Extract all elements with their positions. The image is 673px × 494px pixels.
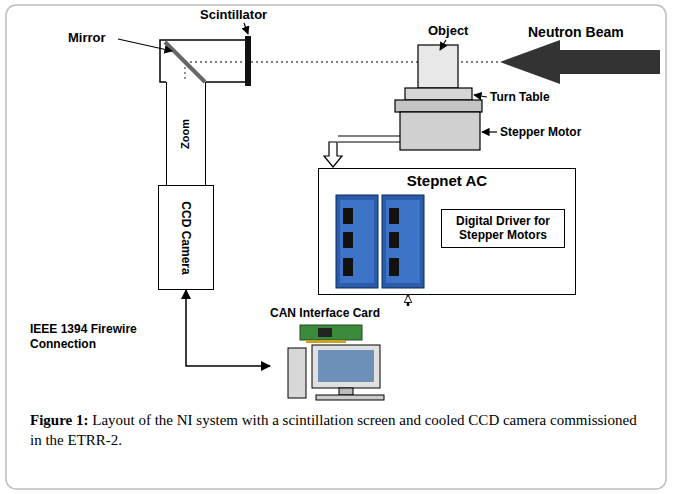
hollow-arrow [324, 142, 342, 167]
figure-caption: Figure 1: Layout of the NI system with a… [30, 410, 645, 451]
node-text: CAN Interface Card [270, 306, 430, 320]
mirror [165, 42, 205, 82]
driver-box: Stepnet AC Digital Driver for Stepper Mot… [318, 168, 576, 295]
leader-line [118, 39, 172, 51]
driver-modules [336, 195, 424, 288]
caption-prefix: Figure 1: [30, 412, 88, 428]
scintillator-screen [245, 36, 251, 86]
leader-line [440, 40, 446, 50]
connector [407, 295, 410, 306]
node-text: CCD Camera [179, 201, 193, 274]
motor-cable [338, 135, 400, 136]
neutron-beam-arrow [500, 40, 660, 84]
can-card [300, 325, 362, 343]
beam-label: Neutron Beam [528, 24, 624, 40]
part-label: Stepper Motor [500, 125, 581, 139]
node-text: Digital Driver for Stepper Motors [447, 214, 559, 243]
part-label: Turn Table [490, 90, 550, 104]
node-text: Stepnet AC [319, 172, 575, 190]
caption-body: Layout of the NI system with a scintilla… [30, 412, 637, 448]
beam-path [251, 61, 500, 62]
ccd-camera-box: CCD Camera [158, 185, 214, 290]
leader-line [244, 23, 248, 34]
object [418, 45, 458, 88]
part-label: Object [428, 23, 468, 38]
edge-label: IEEE 1394 Firewire Connection [30, 322, 160, 352]
part-label: Mirror [68, 30, 106, 45]
node-text: Zoom [179, 119, 192, 149]
zoom-tube: Zoom [166, 82, 206, 185]
motor-cable [338, 141, 400, 142]
computer-group: CAN Interface Card [270, 306, 430, 402]
part-label: Scintillator [200, 7, 267, 22]
computer [288, 345, 384, 400]
connector [186, 290, 270, 366]
turn-table-base [395, 100, 482, 112]
leader-line [474, 95, 487, 97]
periscope-housing [160, 40, 245, 82]
figure-frame [6, 5, 666, 489]
stepper-motor [400, 112, 480, 150]
leader-line [482, 131, 497, 132]
beam-path [185, 61, 245, 62]
turn-table [405, 88, 472, 100]
driver-label-box: Digital Driver for Stepper Motors [441, 209, 565, 248]
